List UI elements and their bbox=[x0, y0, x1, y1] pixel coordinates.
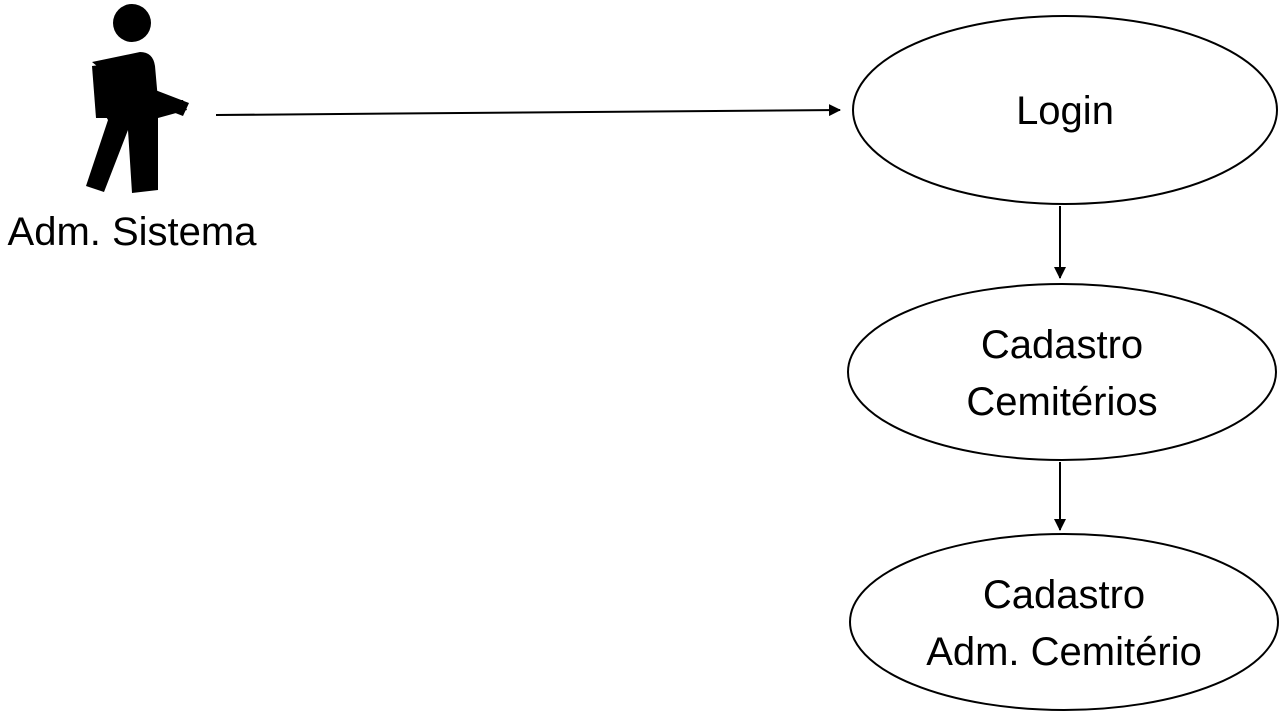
use-case-ellipse bbox=[849, 533, 1279, 711]
use-case-ellipse bbox=[847, 283, 1277, 461]
use-case-login[interactable]: Login bbox=[852, 15, 1278, 205]
use-case-cadastro-adm-cemiterio[interactable]: Cadastro Adm. Cemitério bbox=[849, 533, 1279, 711]
use-case-label-line-2: Cemitérios bbox=[966, 380, 1157, 424]
walking-person-icon bbox=[86, 4, 189, 193]
use-case-label: Login bbox=[1016, 89, 1114, 133]
use-case-label-line-1: Cadastro bbox=[983, 573, 1145, 617]
association-arrow-login bbox=[215, 104, 841, 117]
use-case-label-line-1: Cadastro bbox=[981, 323, 1143, 367]
use-case-ellipse bbox=[852, 15, 1278, 205]
use-case-label-line-2: Adm. Cemitério bbox=[926, 630, 1202, 674]
use-case-cadastro-cemiterios[interactable]: Cadastro Cemitérios bbox=[847, 283, 1277, 461]
actor-label: Adm. Sistema bbox=[8, 210, 258, 254]
